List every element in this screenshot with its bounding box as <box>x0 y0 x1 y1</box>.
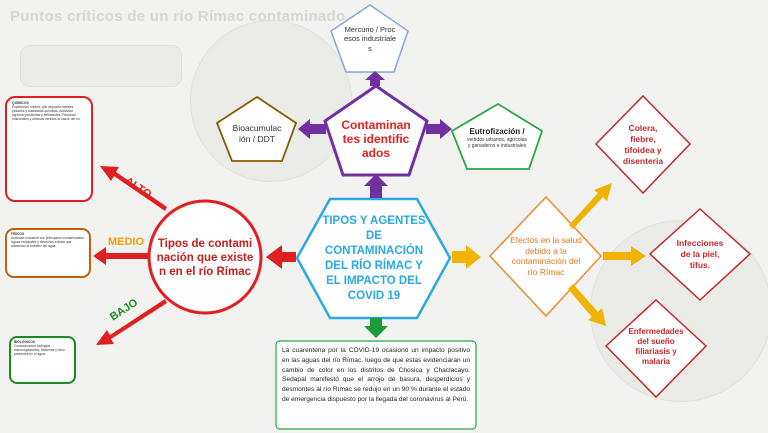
arrow-up-to-mercurio <box>365 71 385 86</box>
bajo-box <box>9 336 76 384</box>
disease-text-1: Colera, fiebre, tifoidea y disenteria <box>622 123 664 166</box>
eutrofizacion-pentagon <box>450 102 544 170</box>
covid-note-text: La cuarentena por la COVID-19 ocasionó u… <box>282 347 470 403</box>
bioacumulacion-label: Bioacumulación / DDT <box>232 123 282 144</box>
medio-box-heading: FÍSICOS <box>11 232 25 236</box>
eutrofizacion-detail: vertidos urbanos, agrícolas y ganaderos … <box>466 136 528 149</box>
bajo-box-heading: BIOLÓGICOS <box>14 340 36 344</box>
contaminants-title: Contaminantes identificados <box>341 118 411 160</box>
level-medio: MEDIO <box>107 236 145 248</box>
disease-diamond-1 <box>594 94 692 195</box>
medio-box-body: Actividad Industrial con principales con… <box>11 236 85 248</box>
disease-text-3: Enfermedades del sueño filiariasis y mal… <box>628 327 684 366</box>
mercurio-pentagon <box>330 4 409 73</box>
arrow-up-to-contaminants <box>364 174 388 198</box>
alto-box <box>5 96 93 202</box>
bajo-box-body: Contaminación biológica: microorganismos… <box>14 344 65 356</box>
alto-box-body: Explotación minera: que deposita metales… <box>12 105 81 121</box>
eutrofizacion-label: Eutrofización / vertidos urbanos, agríco… <box>466 110 528 166</box>
arrow-right-to-eutrofizacion <box>426 119 452 139</box>
arrow-effect-3 <box>568 284 606 326</box>
alto-box-heading: QUÍMICOS <box>12 101 29 105</box>
arrow-effect-2 <box>603 246 646 266</box>
disease-diamond-2 <box>648 207 752 302</box>
arrow-bajo <box>96 299 167 345</box>
mercurio-label: Mercurio / Procesos industriales <box>343 24 397 53</box>
disease-text-2: Infecciones de la piel, tifus. <box>676 237 724 270</box>
covid-note-box <box>275 340 477 430</box>
center-hexagon <box>295 197 452 320</box>
eutrofizacion-title: Eutrofización / <box>469 126 525 136</box>
arrow-medio <box>93 247 149 265</box>
arrow-right-to-effects <box>452 245 481 269</box>
background-panel <box>20 45 182 87</box>
arrow-down-to-note <box>364 318 388 338</box>
types-title: Tipos de contaminación que existen en el… <box>156 238 254 278</box>
arrow-alto <box>100 166 167 211</box>
arrow-effect-1 <box>569 183 612 229</box>
effects-title: Efectos en la salud debido a la contamin… <box>510 235 582 277</box>
arrow-left-to-bioacumulacion <box>298 119 326 139</box>
bajo-box-text: BIOLÓGICOS Contaminación biológica: micr… <box>14 340 71 380</box>
arrow-left-to-types <box>266 245 296 269</box>
disease-diamond-3 <box>604 298 708 399</box>
center-title: TIPOS Y AGENTES DE CONTAMINACIÓN DEL RÍO… <box>322 215 426 302</box>
medio-box-text: FÍSICOS Actividad Industrial con princip… <box>11 232 85 274</box>
medio-box <box>5 228 91 278</box>
alto-box-text: QUÍMICOS Explotación minera: que deposit… <box>12 101 86 197</box>
bioacumulacion-pentagon <box>215 95 298 162</box>
